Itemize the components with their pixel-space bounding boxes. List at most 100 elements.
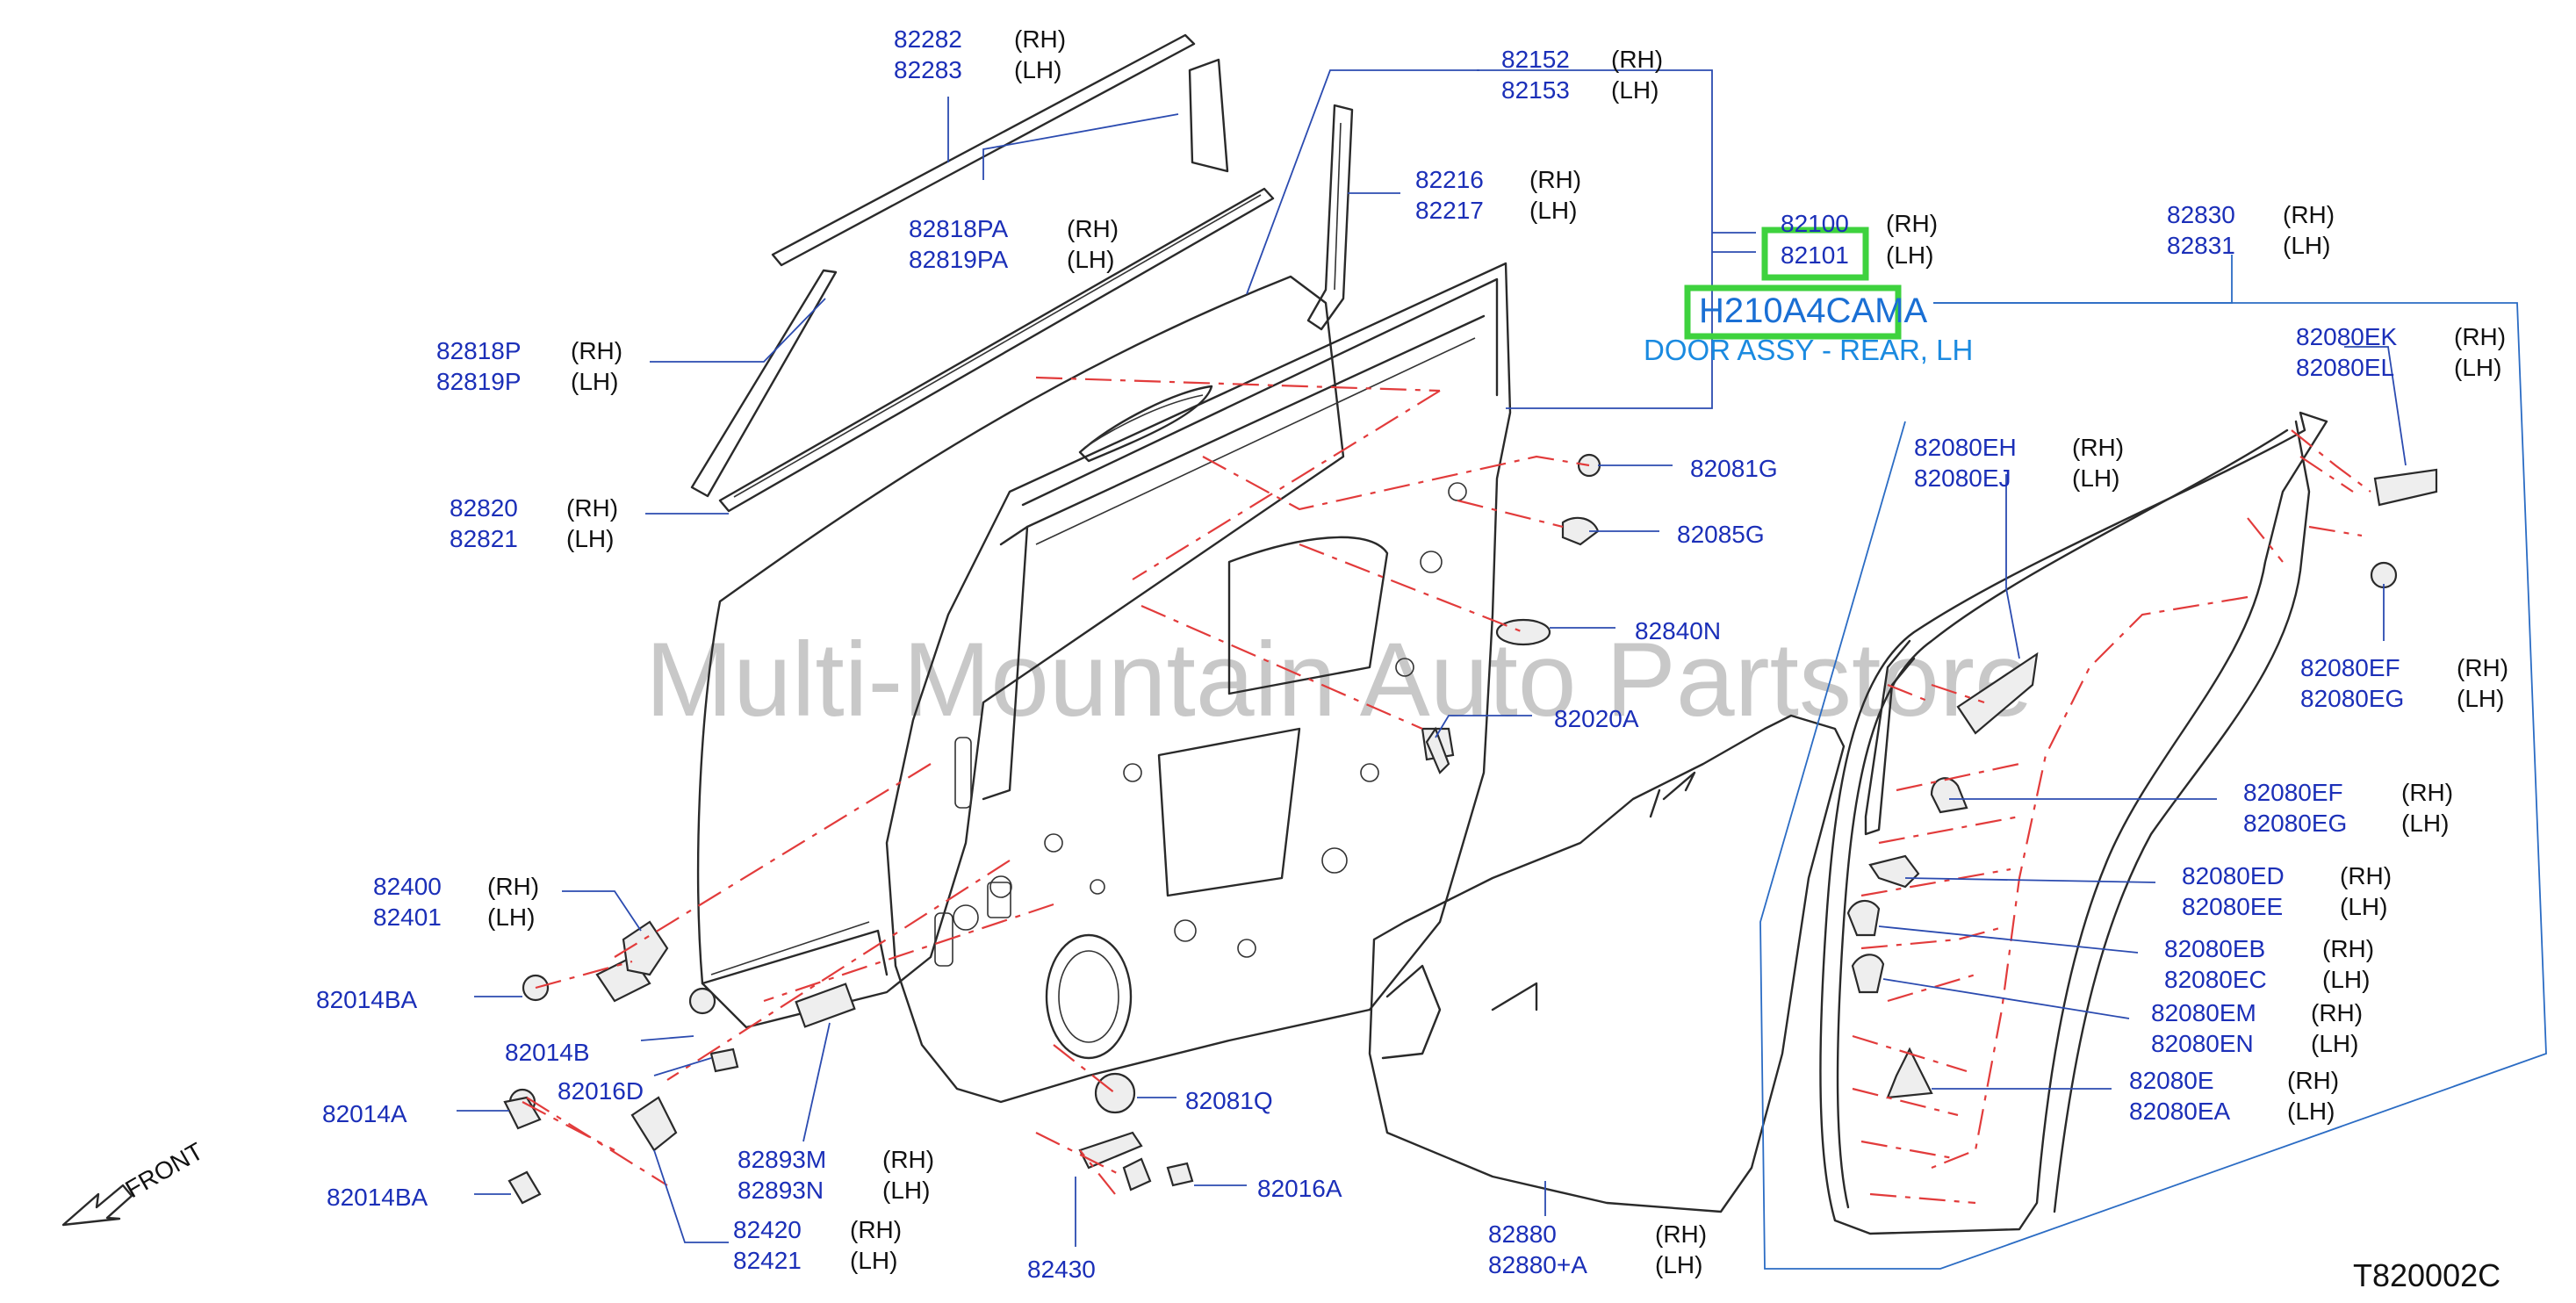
part-number-rh[interactable]: 82820 [450,494,518,522]
label-82420[interactable]: 82420 (RH) 82421 (LH) [733,1216,902,1274]
label-82100[interactable]: 82100 (RH) 82101 (LH) [1781,210,1938,269]
part-number-lh[interactable]: 82080EG [2300,685,2404,712]
part-number-rh[interactable]: 82080E [2129,1067,2214,1094]
part-number-rh[interactable]: 82080EK [2296,323,2398,350]
label-82080ek[interactable]: 82080EK (RH) 82080EL (LH) [2296,323,2506,381]
part-number-lh[interactable]: 82880+A [1488,1251,1587,1278]
part-number-rh[interactable]: 82420 [733,1216,802,1243]
label-82080em[interactable]: 82080EM (RH) 82080EN (LH) [2151,999,2363,1057]
side-tag-rh: (RH) [2340,862,2392,889]
label-82081g[interactable]: 82081G [1690,455,1778,482]
part-number-lh[interactable]: 82401 [373,903,442,931]
side-tag-lh: (LH) [2287,1098,2335,1125]
label-82085g[interactable]: 82085G [1677,521,1765,548]
part-number-lh[interactable]: 82893N [738,1177,824,1204]
part-number-lh[interactable]: 82819PA [909,246,1008,273]
part-number-rh[interactable]: 82080EF [2243,779,2343,806]
part-number-rh[interactable]: 82080EH [1914,434,2017,461]
label-82216[interactable]: 82216 (RH) 82217 (LH) [1415,166,1581,224]
part-number-lh[interactable]: 82080EG [2243,810,2347,837]
part-number-rh[interactable]: 82818P [436,337,522,364]
side-tag-lh: (LH) [2283,232,2330,259]
part-number-rh[interactable]: 82080EB [2164,935,2265,962]
door-insulator [1368,714,1846,1213]
side-tag-lh: (LH) [2454,354,2501,381]
label-82818p[interactable]: 82818P (RH) 82819P (LH) [436,337,622,395]
side-tag-rh: (RH) [2283,201,2335,228]
label-82430[interactable]: 82430 [1027,1256,1096,1283]
label-82840n[interactable]: 82840N [1635,617,1721,644]
label-82014ba-top[interactable]: 82014BA [316,986,418,1013]
part-number-lh[interactable]: 82153 [1501,76,1570,104]
label-82080eh[interactable]: 82080EH (RH) 82080EJ (LH) [1914,434,2124,492]
label-82820[interactable]: 82820 (RH) 82821 (LH) [450,494,618,552]
side-tag-rh: (RH) [487,873,539,900]
part-number-rh[interactable]: 82893M [738,1146,826,1173]
label-82080ef-middle[interactable]: 82080EF (RH) 82080EG (LH) [2243,779,2453,837]
part-number-lh[interactable]: 82080EJ [1914,464,2011,492]
part-number-rh[interactable]: 82080ED [2182,862,2285,889]
label-82080ef-upper[interactable]: 82080EF (RH) 82080EG (LH) [2300,654,2508,712]
part-number-lh[interactable]: 82421 [733,1247,802,1274]
side-tag-lh: (LH) [1886,241,1933,269]
part-number-rh[interactable]: 82100 [1781,210,1849,237]
label-82152[interactable]: 82152 (RH) 82153 (LH) [1501,46,1663,104]
side-tag-lh: (LH) [2340,893,2387,920]
part-number-rh[interactable]: 82880 [1488,1220,1557,1248]
part-number-lh[interactable]: 82821 [450,525,518,552]
part-number-rh[interactable]: 82818PA [909,215,1008,242]
part-number-lh[interactable]: 82080EA [2129,1098,2231,1125]
part-number-lh[interactable]: 82080EL [2296,354,2394,381]
part-number-rh[interactable]: 82216 [1415,166,1484,193]
part-number-rh[interactable]: 82830 [2167,201,2235,228]
part-number-lh[interactable]: 82831 [2167,232,2235,259]
label-82014a[interactable]: 82014A [322,1100,407,1127]
part-number-lh[interactable]: 82080EC [2164,966,2267,993]
part-number-rh[interactable]: 82282 [894,25,962,53]
front-arrow [61,1184,133,1227]
side-tag-lh: (LH) [1529,197,1577,224]
label-82818pa[interactable]: 82818PA (RH) 82819PA (LH) [909,215,1119,273]
highlighted-part-callout[interactable]: H210A4CAMA DOOR ASSY - REAR, LH [1644,292,1973,366]
side-tag-rh: (RH) [2454,323,2506,350]
highlighted-part-code[interactable]: H210A4CAMA [1699,292,1927,330]
label-82016a[interactable]: 82016A [1257,1175,1342,1202]
side-tag-rh: (RH) [1611,46,1663,73]
label-82080ed[interactable]: 82080ED (RH) 82080EE (LH) [2182,862,2392,920]
part-number-lh[interactable]: 82283 [894,56,962,83]
part-number-lh[interactable]: 82101 [1781,241,1849,269]
side-tag-rh: (RH) [2401,779,2453,806]
side-tag-lh: (LH) [2401,810,2449,837]
label-82400[interactable]: 82400 (RH) 82401 (LH) [373,873,539,931]
sash-finisher-front [690,269,838,498]
label-82020a[interactable]: 82020A [1554,705,1639,732]
part-number-rh[interactable]: 82080EF [2300,654,2400,681]
side-tag-lh: (LH) [487,903,535,931]
part-number-lh[interactable]: 82217 [1415,197,1484,224]
label-82282[interactable]: 82282 (RH) 82283 (LH) [894,25,1066,83]
part-number-rh[interactable]: 82400 [373,873,442,900]
side-tag-lh: (LH) [2311,1030,2358,1057]
label-82080eb[interactable]: 82080EB (RH) 82080EC (LH) [2164,935,2374,993]
label-82080e[interactable]: 82080E (RH) 82080EA (LH) [2129,1067,2339,1125]
part-number-lh[interactable]: 82819P [436,368,522,395]
label-82830[interactable]: 82830 (RH) 82831 (LH) [2167,201,2335,259]
door-weatherstrip [1819,411,2328,1235]
part-number-rh[interactable]: 82152 [1501,46,1570,73]
side-tag-lh: (LH) [882,1177,930,1204]
label-82880[interactable]: 82880 (RH) 82880+A (LH) [1488,1220,1707,1278]
part-number-rh[interactable]: 82080EM [2151,999,2256,1026]
label-82014b[interactable]: 82014B [505,1039,590,1066]
part-number-lh[interactable]: 82080EN [2151,1030,2254,1057]
sash-channel [1306,104,1354,331]
part-number-lh[interactable]: 82080EE [2182,893,2283,920]
weatherstrip-group-bracket [1759,255,2547,1270]
label-82081q[interactable]: 82081Q [1185,1087,1273,1114]
label-82014ba-bottom[interactable]: 82014BA [327,1184,428,1211]
label-82016d[interactable]: 82016D [558,1077,644,1105]
belt-moulding-inner [718,187,1275,513]
label-82893m[interactable]: 82893M (RH) 82893N (LH) [738,1146,934,1204]
clips [503,453,2438,1205]
side-tag-lh: (LH) [1014,56,1061,83]
side-tag-lh: (LH) [1067,246,1114,273]
